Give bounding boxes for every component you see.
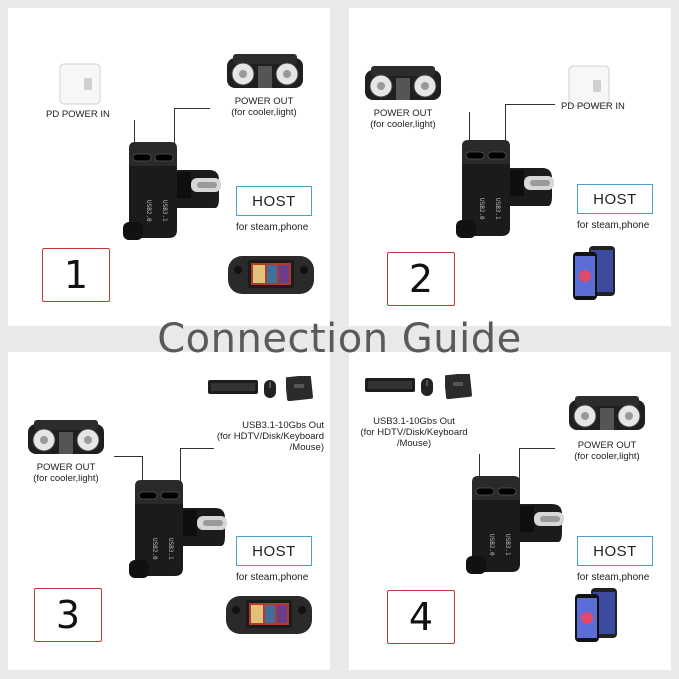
for-devices-label: for steam,phone (577, 572, 650, 583)
keyboard-icon (365, 378, 415, 392)
power-out-title: POWER OUT (36, 462, 96, 473)
host-label: HOST (577, 184, 653, 214)
mouse-icon (421, 378, 433, 396)
connector-line (174, 108, 175, 146)
connector-line (142, 456, 143, 484)
step-number: 2 (387, 252, 455, 306)
adapter-icon (122, 141, 222, 241)
usb-out-subtitle-2: /Mouse) (396, 438, 432, 449)
power-out-subtitle: (for cooler,light) (33, 473, 99, 484)
ssd-icon (286, 376, 314, 402)
connector-line (469, 112, 470, 144)
adapter-icon (465, 475, 565, 575)
cooler-icon (226, 53, 304, 89)
power-out-label: POWER OUT (for cooler,light) (557, 440, 657, 462)
power-out-subtitle: (for cooler,light) (574, 451, 640, 462)
connector-line (519, 448, 520, 482)
connector-line (174, 108, 210, 109)
host-label: HOST (236, 186, 312, 216)
steam-deck-icon (226, 596, 312, 634)
host-label: HOST (577, 536, 653, 566)
steam-deck-icon (228, 256, 314, 294)
usb-out-subtitle: (for HDTV/Disk/Keyboard (360, 427, 468, 438)
usb-out-label: USB3.1-10Gbs Out (for HDTV/Disk/Keyboard… (349, 416, 479, 449)
power-out-title: POWER OUT (373, 108, 433, 119)
connector-line (180, 448, 181, 484)
keyboard-icon (208, 380, 258, 394)
panel-step-4: USB3.1-10Gbs Out (for HDTV/Disk/Keyboard… (349, 352, 671, 670)
adapter-icon (455, 139, 555, 239)
power-out-label: POWER OUT (for cooler,light) (353, 108, 453, 130)
usb-out-subtitle: (for HDTV/Disk/Keyboard (216, 431, 324, 442)
power-out-title: POWER OUT (234, 96, 294, 107)
for-devices-label: for steam,phone (577, 220, 650, 231)
pd-power-in-label: PD POWER IN (561, 101, 625, 112)
for-devices-label: for steam,phone (236, 572, 309, 583)
pd-power-in-label: PD POWER IN (46, 109, 110, 120)
ssd-icon (445, 374, 473, 400)
adapter-icon (128, 479, 228, 579)
page-title: Connection Guide (157, 316, 522, 362)
usb-out-label: USB3.1-10Gbs Out (for HDTV/Disk/Keyboard… (204, 420, 324, 453)
step-number: 4 (387, 590, 455, 644)
connector-line (505, 104, 555, 105)
power-out-title: POWER OUT (577, 440, 637, 451)
power-out-label: POWER OUT (for cooler,light) (214, 96, 314, 118)
step-number: 1 (42, 248, 110, 302)
connector-line (180, 448, 214, 449)
host-label: HOST (236, 536, 312, 566)
connector-line (505, 104, 506, 144)
power-out-subtitle: (for cooler,light) (231, 107, 297, 118)
connector-line (134, 120, 135, 146)
for-devices-label: for steam,phone (236, 222, 309, 233)
usb-out-title: USB3.1-10Gbs Out (242, 420, 324, 431)
phone-icon (573, 246, 615, 300)
panel-step-3: USB3.1-10Gbs Out (for HDTV/Disk/Keyboard… (8, 352, 330, 670)
phone-icon (575, 588, 617, 642)
panel-step-1: PD POWER IN POWER OUT (for cooler,light)… (8, 8, 330, 326)
step-number: 3 (34, 588, 102, 642)
connector-line (114, 456, 142, 457)
cooler-icon (364, 65, 442, 101)
panel-step-2: POWER OUT (for cooler,light) PD POWER IN… (349, 8, 671, 326)
usb-out-title: USB3.1-10Gbs Out (373, 416, 455, 427)
cooler-icon (27, 419, 105, 455)
charger-icon (59, 63, 101, 105)
connector-line (519, 448, 555, 449)
power-out-label: POWER OUT (for cooler,light) (16, 462, 116, 484)
usb-out-subtitle-2: /Mouse) (289, 442, 324, 453)
connector-line (479, 454, 480, 482)
mouse-icon (264, 380, 276, 398)
power-out-subtitle: (for cooler,light) (370, 119, 436, 130)
cooler-icon (568, 395, 646, 431)
